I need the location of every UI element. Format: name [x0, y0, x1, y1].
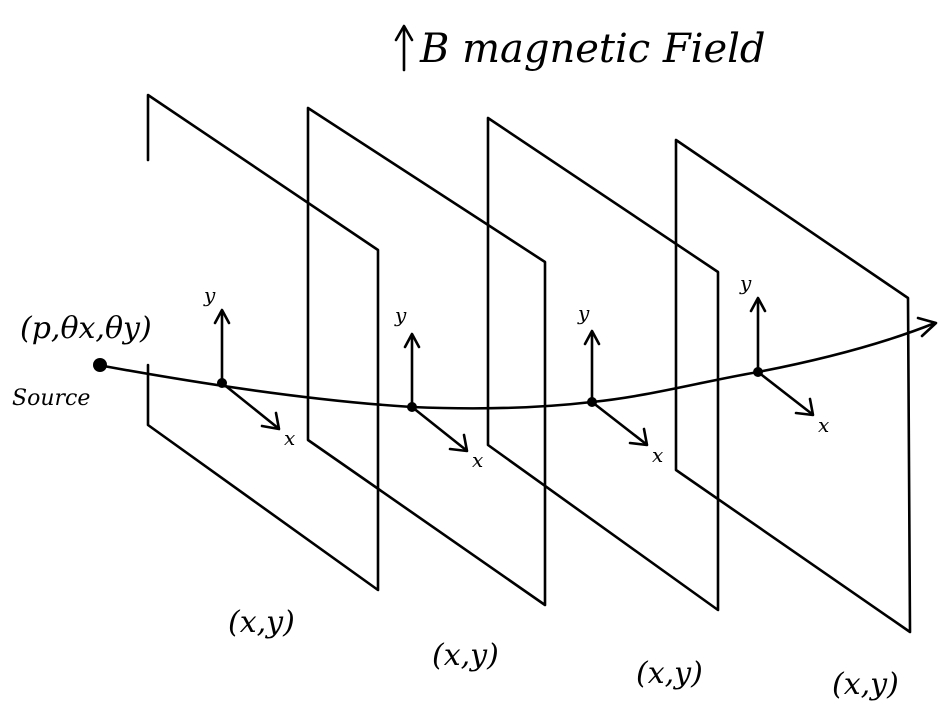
- x-axis-label: x: [284, 426, 295, 450]
- y-axis-label: y: [203, 283, 216, 307]
- y-axis-label: y: [739, 271, 752, 295]
- y-axis-arrow-icon: [213, 308, 231, 325]
- x-axis-label: x: [818, 413, 829, 437]
- source-label: Source: [12, 386, 90, 411]
- detector-plane-4: [674, 138, 912, 634]
- y-axis-label: y: [577, 301, 590, 325]
- plane-4-coord-label: (x,y): [832, 667, 899, 702]
- up-arrow-icon: [394, 24, 414, 72]
- x-axis-arrow-icon: [628, 427, 649, 447]
- y-axis-arrow-icon: [749, 296, 767, 313]
- hit-point-3: y x: [577, 301, 663, 467]
- detector-plane-1: [146, 93, 380, 592]
- hit-point-2: y x: [394, 303, 483, 472]
- magnetic-field-header: B magnetic Field: [394, 24, 766, 72]
- particle-trajectory: [93, 316, 938, 410]
- hit-point-4: y x: [739, 271, 829, 437]
- x-axis-arrow-icon: [260, 411, 281, 431]
- source-point-icon: [93, 358, 107, 372]
- hit-point-1: y x: [203, 283, 295, 450]
- detector-plane-3: [486, 116, 720, 612]
- y-axis-arrow-icon: [583, 329, 601, 346]
- source-parameters: (p,θx,θy): [20, 311, 152, 346]
- plane-1-coord-label: (x,y): [228, 605, 295, 640]
- x-axis-label: x: [652, 443, 663, 467]
- y-axis-arrow-icon: [403, 332, 421, 349]
- trajectory-arrowhead-icon: [916, 316, 938, 338]
- x-axis-label: x: [472, 448, 483, 472]
- x-axis-arrow-icon: [794, 397, 815, 417]
- magnetic-field-title: B magnetic Field: [419, 26, 766, 72]
- plane-3-coord-label: (x,y): [636, 656, 703, 691]
- plane-2-coord-label: (x,y): [432, 638, 499, 673]
- x-axis-arrow-icon: [448, 433, 469, 453]
- y-axis-label: y: [394, 303, 407, 327]
- detector-plane-2: [306, 106, 547, 607]
